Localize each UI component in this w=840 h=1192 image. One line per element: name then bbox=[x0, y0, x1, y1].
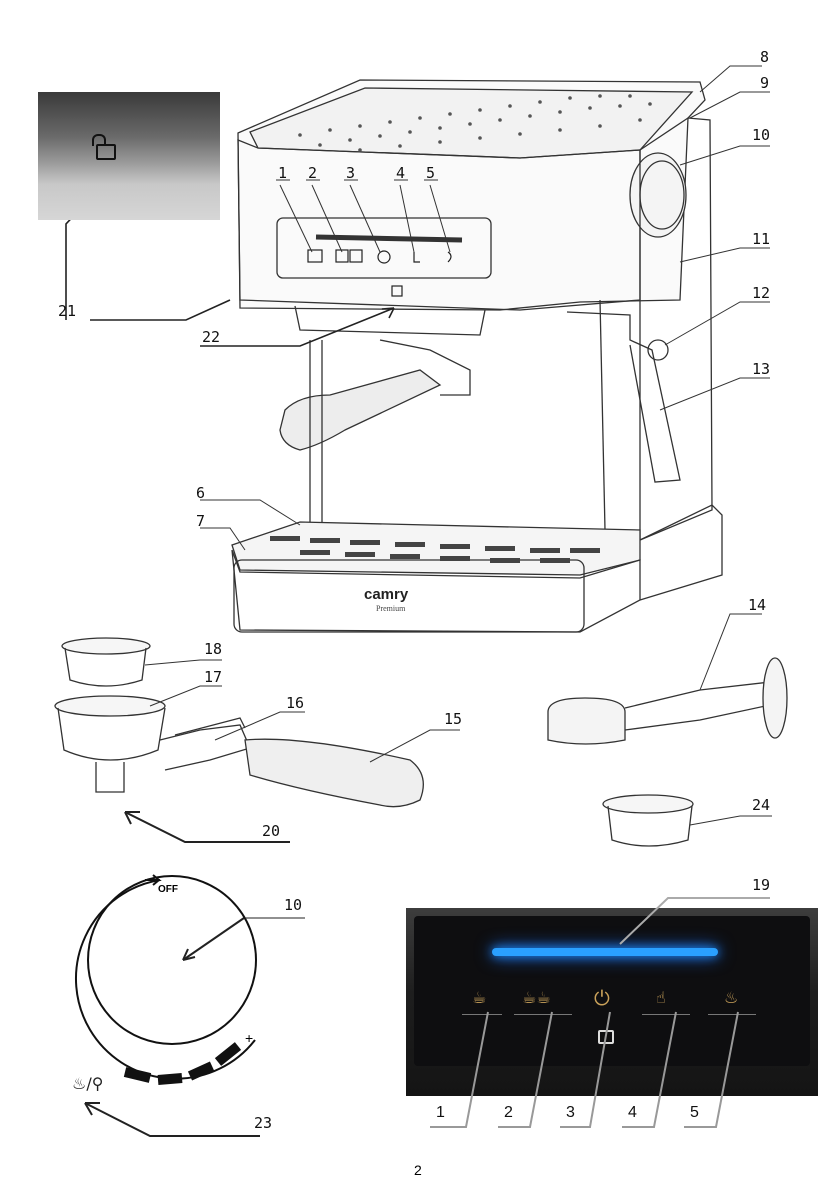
panel-label-1: 1 bbox=[436, 1104, 445, 1122]
callout-8: 8 bbox=[760, 48, 769, 66]
page-number: 2 bbox=[414, 1162, 422, 1178]
callout-21: 21 bbox=[58, 302, 76, 320]
callout-12: 12 bbox=[752, 284, 770, 302]
callout-15: 15 bbox=[444, 710, 462, 728]
panel-label-2: 2 bbox=[504, 1104, 513, 1122]
callout-3: 3 bbox=[346, 164, 355, 182]
callout-2: 2 bbox=[308, 164, 317, 182]
brand-logo: camry bbox=[364, 586, 408, 603]
callout-5: 5 bbox=[426, 164, 435, 182]
callout-23: 23 bbox=[254, 1114, 272, 1132]
callout-19: 19 bbox=[752, 876, 770, 894]
callout-20: 20 bbox=[262, 822, 280, 840]
callout-24: 24 bbox=[752, 796, 770, 814]
knob-callout-10: 10 bbox=[284, 896, 302, 914]
callout-16: 16 bbox=[286, 694, 304, 712]
callout-7: 7 bbox=[196, 512, 205, 530]
callout-22: 22 bbox=[202, 328, 220, 346]
brand-sub: Premium bbox=[376, 604, 405, 613]
knob-plus-label: + bbox=[245, 1030, 253, 1046]
callout-4: 4 bbox=[396, 164, 405, 182]
callout-13: 13 bbox=[752, 360, 770, 378]
steam-water-icon: ♨/⚲ bbox=[72, 1074, 103, 1093]
panel-label-3: 3 bbox=[566, 1104, 575, 1122]
panel-label-4: 4 bbox=[628, 1104, 637, 1122]
callout-1: 1 bbox=[278, 164, 287, 182]
knob-off-label: OFF bbox=[158, 884, 178, 895]
callout-10: 10 bbox=[752, 126, 770, 144]
callout-18: 18 bbox=[204, 640, 222, 658]
callout-6: 6 bbox=[196, 484, 205, 502]
callout-9: 9 bbox=[760, 74, 769, 92]
callout-14: 14 bbox=[748, 596, 766, 614]
panel-label-5: 5 bbox=[690, 1104, 699, 1122]
callout-17: 17 bbox=[204, 668, 222, 686]
callout-11: 11 bbox=[752, 230, 770, 248]
